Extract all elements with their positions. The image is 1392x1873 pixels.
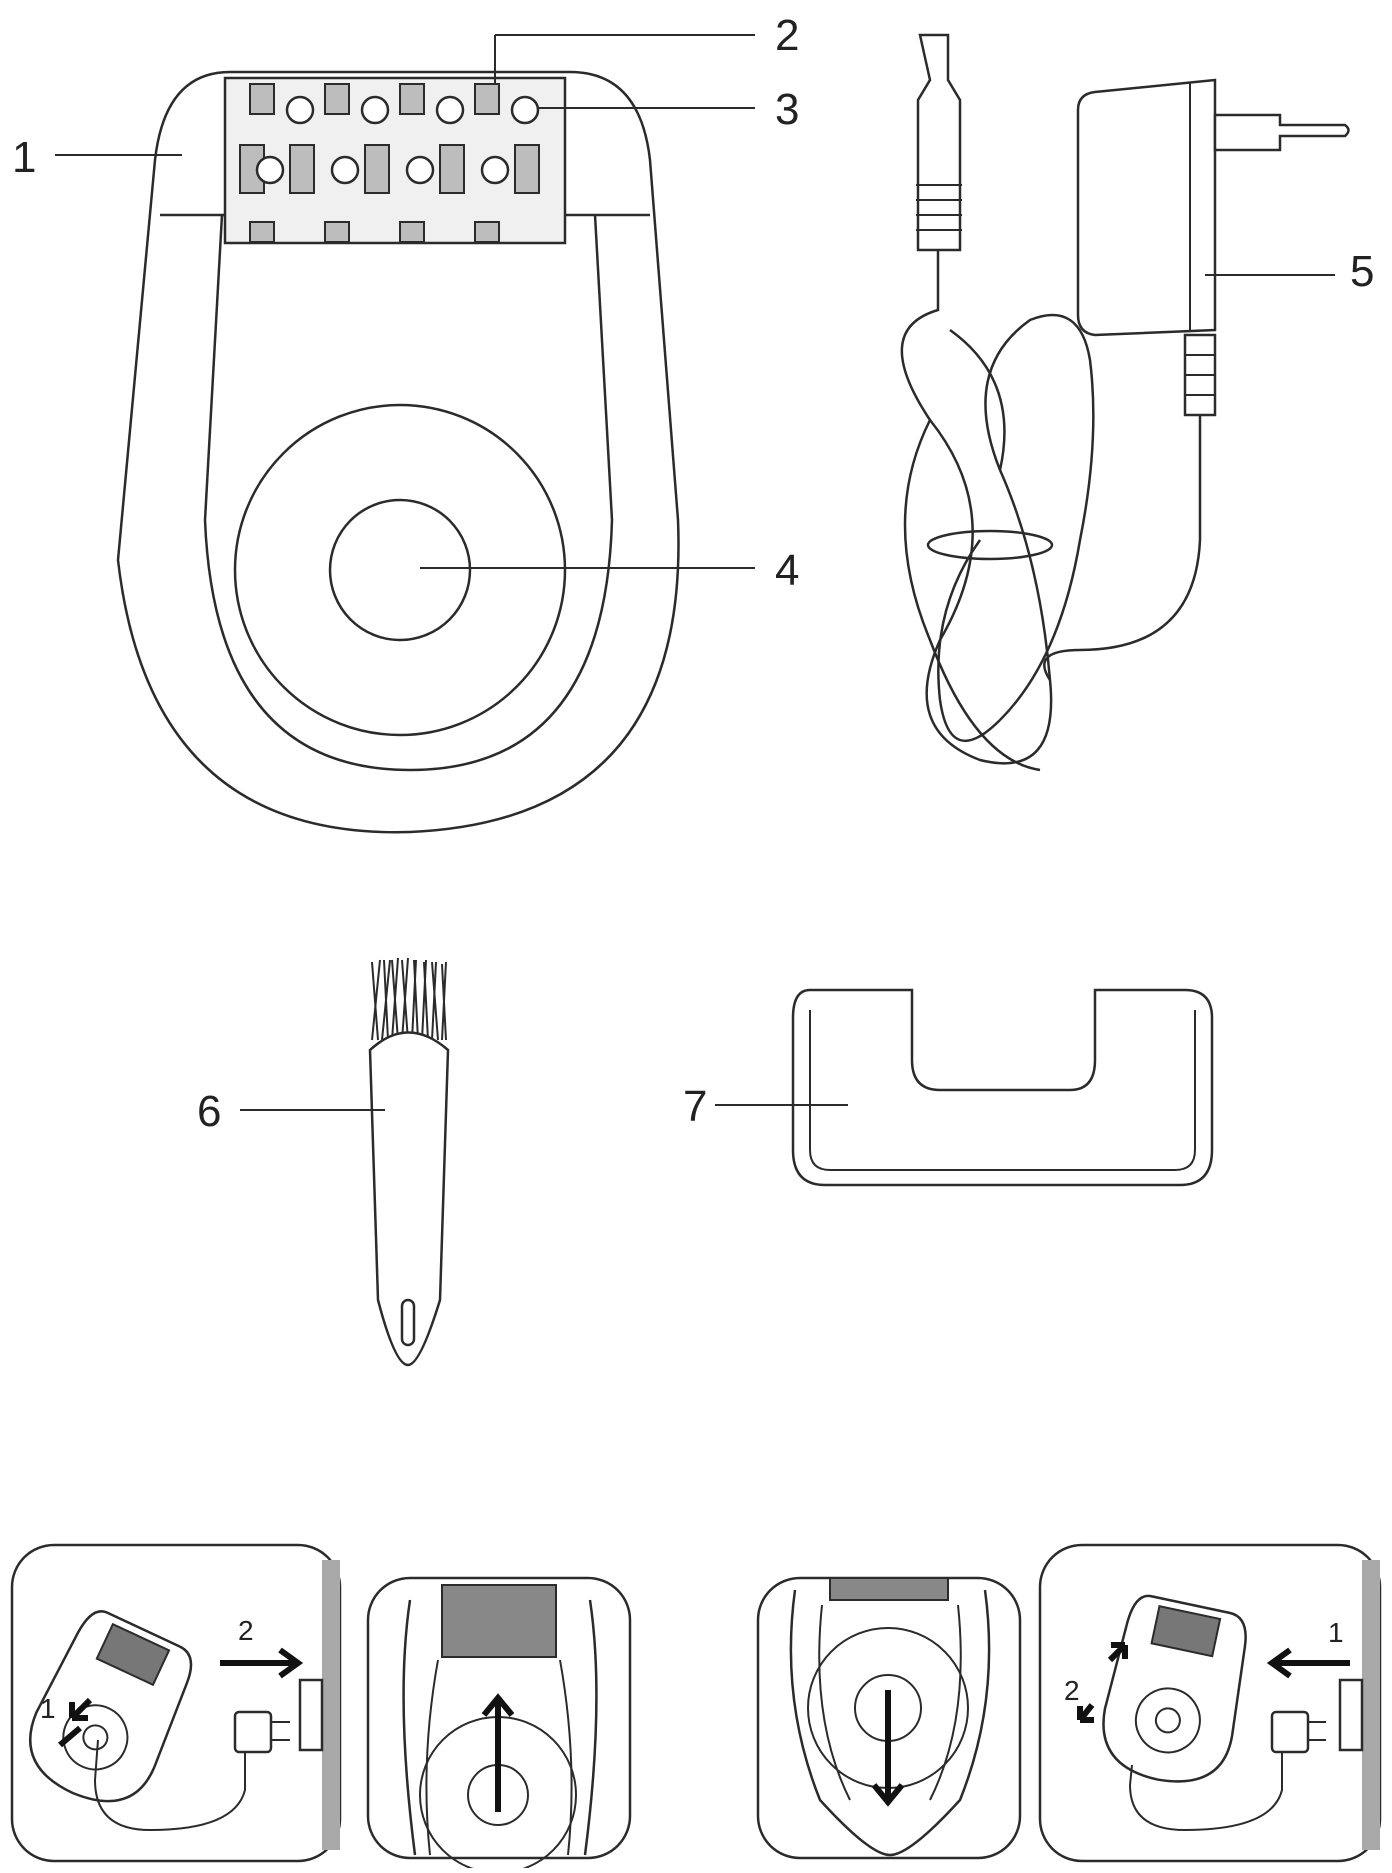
device-plug — [918, 35, 960, 250]
adapter-housing — [1078, 80, 1215, 335]
epilator-figure — [118, 72, 678, 832]
adapter-figure — [902, 35, 1349, 770]
step-panel-a: 1 2 — [12, 1545, 340, 1861]
panel-a-step-2: 2 — [238, 1615, 254, 1646]
step-panel-d: 1 2 — [1040, 1545, 1380, 1861]
step-panel-b — [368, 1578, 630, 1868]
callout-2: 2 — [775, 11, 799, 60]
callout-5: 5 — [1350, 247, 1374, 296]
callout-6: 6 — [197, 1087, 221, 1136]
callout-7: 7 — [683, 1082, 707, 1131]
callout-1: 1 — [12, 133, 36, 182]
brush-hang-slot — [402, 1300, 414, 1345]
adapter-prongs — [1215, 115, 1349, 150]
stand-figure — [793, 990, 1212, 1185]
panel-d-step-1: 1 — [1328, 1617, 1344, 1648]
step-panel-c — [758, 1578, 1020, 1858]
callout-4: 4 — [775, 546, 799, 595]
cleaning-brush-figure — [370, 958, 448, 1365]
brush-bristles — [372, 958, 446, 1040]
panel-d-step-2: 2 — [1064, 1675, 1080, 1706]
callout-3: 3 — [775, 85, 799, 134]
adapter-strain-relief — [1185, 335, 1215, 415]
panel-a-step-1: 1 — [40, 1693, 56, 1724]
charging-stand — [793, 990, 1212, 1185]
